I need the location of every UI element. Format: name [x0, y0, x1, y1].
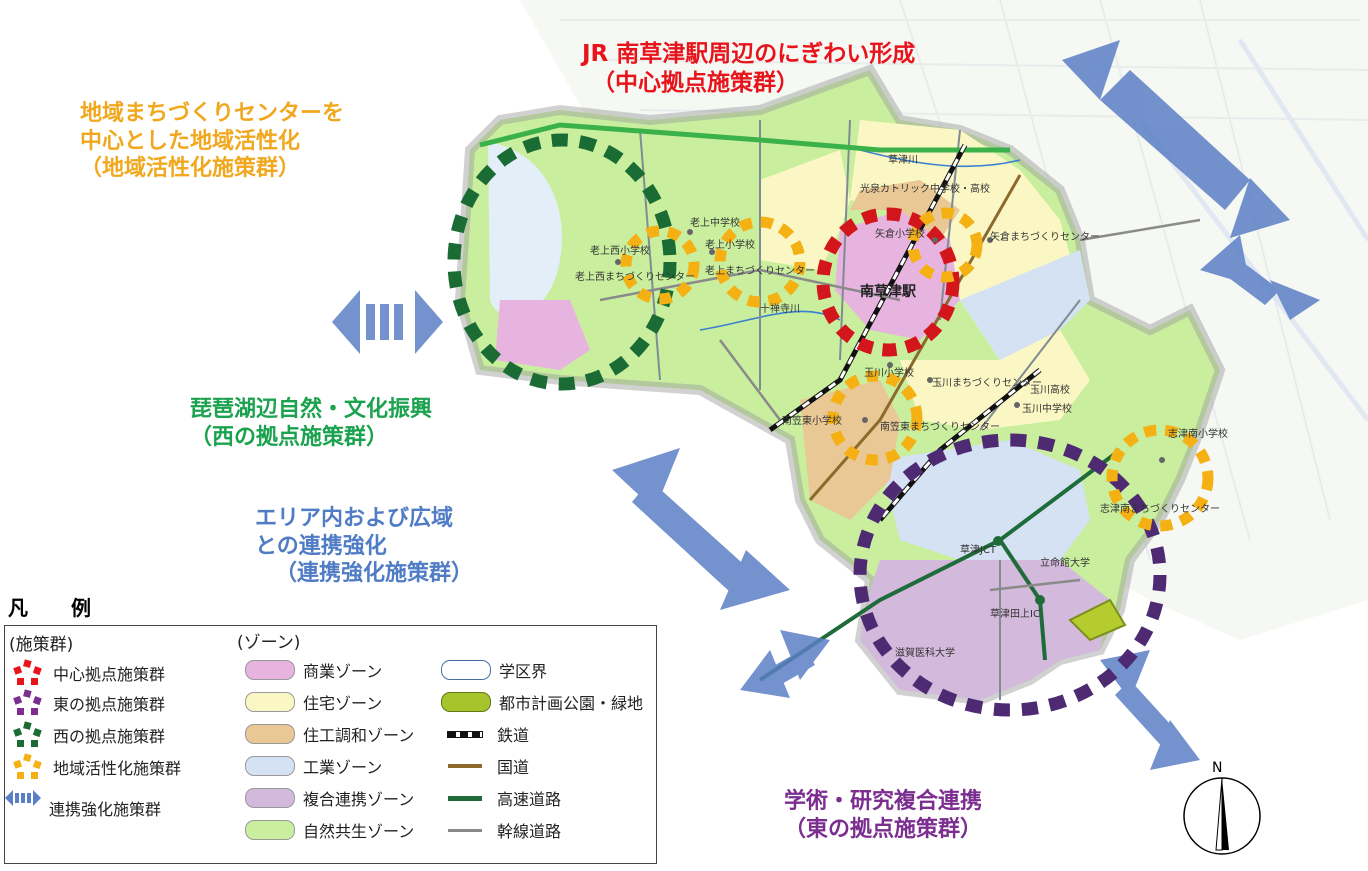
arterial-road-swatch [441, 821, 489, 839]
svg-text:老上小学校: 老上小学校 [705, 238, 755, 251]
link-arrow-southeast [1100, 650, 1200, 770]
legend-line-rail: 鉄道 [441, 722, 529, 746]
svg-text:南笠東小学校: 南笠東小学校 [782, 414, 842, 427]
east-hub-ring [853, 433, 1167, 717]
park-swatch [441, 692, 491, 712]
svg-text:矢倉まちづくりセンター: 矢倉まちづくりセンター [990, 230, 1100, 243]
svg-text:志津南小学校: 志津南小学校 [1168, 427, 1228, 440]
legend-line-arterial: 幹線道路 [441, 818, 561, 842]
west-hub-ring [447, 133, 677, 391]
legend-zone-commercial: 商業ゾーン [245, 658, 382, 682]
svg-text:草津JCT: 草津JCT [960, 544, 997, 556]
svg-text:老上西小学校: 老上西小学校 [590, 244, 650, 257]
svg-text:玉川小学校: 玉川小学校 [864, 366, 914, 379]
legend-line-district: 学区界 [441, 658, 547, 682]
legend-policy-center: 中心拠点施策群 [11, 658, 165, 688]
legend-zone-composite: 複合連携ゾーン [245, 786, 414, 810]
west-hub-title: 琵琶湖辺自然・文化振興 （西の拠点施策群） [190, 397, 433, 450]
legend-policy-link: 連携強化施策群 [5, 786, 161, 819]
svg-text:立命館大学: 立命館大学 [1040, 556, 1090, 569]
legend-line-national: 国道 [441, 754, 529, 778]
legend-line-park: 都市計画公園・緑地 [441, 690, 643, 714]
link-arrow-east [1200, 235, 1320, 320]
legend: (施策群) (ゾーン) 中心拠点施策群 東の拠点施策群 西の拠点施策群 地域活性… [4, 625, 657, 864]
zone-swatch [245, 756, 295, 776]
link-arrows [332, 40, 1320, 770]
svg-text:N: N [1212, 760, 1222, 776]
svg-text:老上まちづくりセンター: 老上まちづくりセンター [705, 264, 815, 277]
center-hub-title: JR 南草津駅周辺のにぎわい形成 （中心拠点施策群） [582, 41, 916, 96]
legend-zone-residential: 住宅ゾーン [245, 690, 382, 714]
svg-text:老上西まちづくりセンター: 老上西まちづくりセンター [575, 270, 695, 283]
national-road-swatch [441, 757, 489, 775]
svg-text:玉川中学校: 玉川中学校 [1022, 402, 1072, 415]
zone-swatch [245, 660, 295, 680]
legend-title: 凡 例 [8, 596, 109, 620]
svg-text:草津川: 草津川 [888, 154, 918, 166]
local-activation-title: 地域まちづくりセンターを 中心とした地域活性化 （地域活性化施策群） [80, 101, 345, 181]
zone-swatch [245, 788, 295, 808]
north-arrow-icon: N [1183, 760, 1261, 855]
center-hub-ring [816, 207, 960, 357]
legend-zone-header: (ゾーン) [237, 633, 301, 653]
rail-swatch [441, 725, 489, 743]
legend-policy-header: (施策群) [9, 635, 74, 655]
svg-text:草津田上IC: 草津田上IC [990, 608, 1040, 620]
svg-text:光泉カトリック中学校・高校: 光泉カトリック中学校・高校 [860, 182, 990, 195]
svg-text:老上中学校: 老上中学校 [690, 216, 740, 229]
svg-text:志津南まちづくりセンター: 志津南まちづくりセンター [1100, 502, 1220, 515]
legend-zone-nature: 自然共生ゾーン [245, 818, 414, 842]
legend-policy-local: 地域活性化施策群 [11, 752, 181, 782]
link-arrow-south [740, 630, 830, 698]
legend-line-expressway: 高速道路 [441, 786, 561, 810]
cluster-green-icon [13, 721, 42, 747]
zone-swatch [245, 692, 295, 712]
local-activation-rings [620, 207, 1214, 532]
link-arrow-southwest [612, 448, 790, 610]
svg-text:南笠東まちづくりセンター: 南笠東まちづくりセンター [880, 420, 1000, 433]
district-swatch [441, 660, 491, 680]
svg-text:玉川まちづくりセンター: 玉川まちづくりセンター [932, 377, 1042, 389]
svg-text:十禅寺川: 十禅寺川 [760, 302, 800, 315]
zone-swatch [245, 820, 295, 840]
svg-text:滋賀医科大学: 滋賀医科大学 [895, 646, 955, 659]
double-arrow-icon [5, 790, 41, 806]
cluster-purple-icon [13, 689, 42, 715]
legend-policy-east: 東の拠点施策群 [11, 688, 165, 718]
legend-zone-mixed: 住工調和ゾーン [245, 722, 414, 746]
svg-text:玉川高校: 玉川高校 [1030, 383, 1070, 396]
legend-policy-west: 西の拠点施策群 [11, 720, 165, 750]
cluster-red-icon [13, 659, 42, 685]
legend-zone-industrial: 工業ゾーン [245, 754, 382, 778]
svg-text:矢倉小学校: 矢倉小学校 [875, 227, 925, 240]
expressway-swatch [441, 789, 489, 807]
cluster-yellow-icon [13, 753, 42, 779]
station-label: 南草津駅 [860, 283, 917, 300]
link-arrow-west [332, 290, 443, 354]
map-place-labels: 南草津駅 矢倉小学校 矢倉まちづくりセンター 光泉カトリック中学校・高校 草津川… [575, 154, 1228, 659]
link-strengthen-title: エリア内および広域 との連携強化 （連携強化施策群） [255, 506, 474, 586]
zone-swatch [245, 724, 295, 744]
east-hub-title: 学術・研究複合連携 （東の拠点施策群） [784, 789, 983, 842]
place-markers [615, 229, 1165, 463]
link-arrow-northeast [1062, 40, 1290, 238]
